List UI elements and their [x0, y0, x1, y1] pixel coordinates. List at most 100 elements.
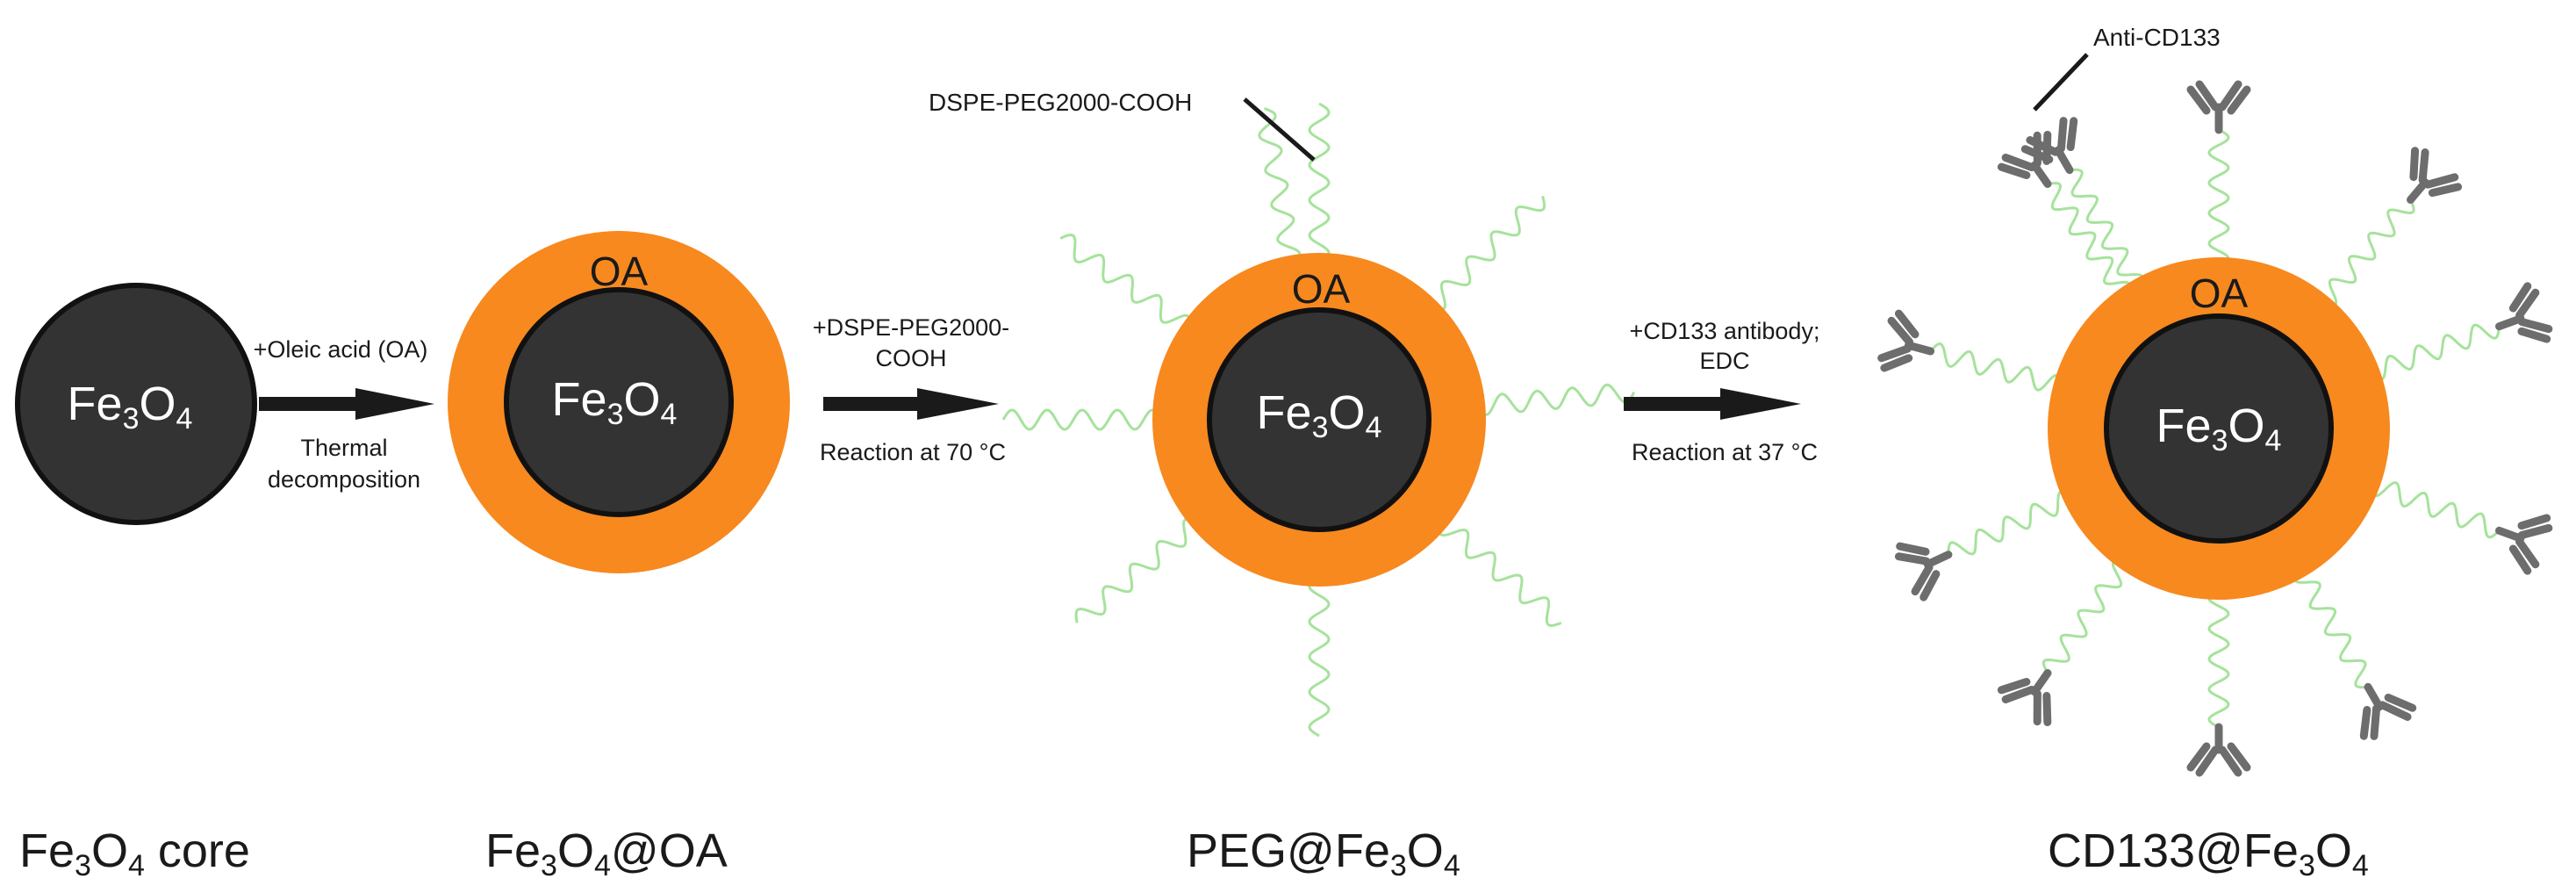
antibody-arm: [1887, 316, 1914, 346]
antibody-arm: [2508, 282, 2532, 313]
reaction-step-1: +Oleic acid (OA) Thermal decomposition: [254, 336, 434, 493]
antibody-arm: [1880, 354, 1913, 372]
antibody-arm: [2033, 689, 2041, 726]
step-3-top-line-2: EDC: [1699, 348, 1749, 374]
peg-chain: [2207, 128, 2230, 268]
antibody-arm: [1894, 552, 1931, 565]
peg-chains: [1001, 102, 1635, 738]
antibody-arm: [2054, 146, 2074, 175]
antibody-arm: [2227, 85, 2251, 115]
peg-chain: [1074, 517, 1199, 623]
stage-label-core: Fe3O4 core: [19, 825, 250, 882]
antibody-arm: [2218, 80, 2242, 112]
peg-chains-with-antibodies: [1877, 80, 2553, 777]
antibody-arm: [1923, 551, 1953, 569]
peg-chain: [2069, 168, 2144, 289]
peg-chain: [2370, 323, 2501, 381]
antibody-arm: [2423, 173, 2459, 189]
peg-chain: [1001, 408, 1163, 431]
core-particle-3: [1207, 307, 1432, 532]
antibody-arm: [2370, 704, 2381, 740]
antibody-icon: [2495, 282, 2553, 343]
antibody-arm: [2186, 742, 2211, 772]
peg-chain: [1430, 196, 1546, 312]
core-particle-4: [2104, 313, 2334, 544]
antibody-arm: [2517, 327, 2551, 343]
oa-label-2: OA: [590, 248, 649, 294]
antibody-arm: [1894, 309, 1919, 339]
stage-label-oa: Fe3O4@OA: [485, 825, 728, 882]
antibody-icon: [1997, 669, 2052, 727]
antibody-icon: [2186, 80, 2251, 134]
antibody-arm: [2066, 117, 2078, 152]
antibody-arm: [2384, 693, 2417, 712]
antibody-arm: [2001, 686, 2036, 703]
peg-chain: [2041, 559, 2127, 674]
step-1-top-line-1: +Oleic acid (OA): [254, 336, 428, 363]
antibody-arm: [1997, 677, 2031, 695]
antibody-arm: [2030, 161, 2052, 188]
peg-chain: [2293, 568, 2369, 689]
antibody-arm: [2515, 288, 2540, 320]
antibody-arm: [2195, 745, 2220, 777]
antibody-arm: [2378, 701, 2412, 721]
core-particle-1: [15, 283, 257, 525]
peg-chain: [1258, 107, 1302, 265]
step-1-bottom-line-1: Thermal: [300, 435, 387, 461]
antibody-icon: [1877, 309, 1935, 372]
core-label-1: Fe3O4: [68, 378, 193, 436]
antibody-arm: [2001, 154, 2036, 171]
reaction-arrow-2: [823, 388, 999, 420]
antibody-icon: [1894, 542, 1953, 601]
antibody-icon: [2495, 514, 2553, 575]
core-particle-2: [504, 287, 734, 517]
antibody-arm: [2359, 705, 2371, 740]
oa-label-3: OA: [1292, 266, 1351, 312]
antibody-arm: [2428, 183, 2463, 198]
antibody-arm: [2033, 131, 2041, 168]
step-2-top-line-2: COOH: [876, 345, 947, 371]
antibody-arm: [1904, 341, 1935, 356]
core-label-4: Fe3O4: [2156, 400, 2282, 457]
antibody-arm: [2418, 148, 2429, 184]
antibody-arm: [1919, 570, 1941, 601]
oa-label-4: OA: [2190, 270, 2249, 316]
antibody-arm: [2227, 742, 2251, 772]
antibody-arm: [2042, 130, 2052, 165]
stage-label-peg: PEG@Fe3O4: [1187, 825, 1460, 882]
step-3-bottom-line-1: Reaction at 37 °C: [1632, 439, 1818, 465]
stage-label-cd133: CD133@Fe3O4: [2048, 825, 2369, 882]
antibody-icon: [2359, 682, 2417, 740]
antibody-arm: [2495, 526, 2525, 543]
antibody-arm: [2517, 318, 2553, 334]
peg-chain: [1929, 342, 2063, 392]
antibody-arm: [2517, 523, 2553, 539]
antibody-arm: [2517, 514, 2551, 530]
antibody-arm: [2186, 85, 2211, 115]
stage-oa: OA Fe3O4: [448, 231, 790, 573]
antibody-arm: [2218, 745, 2242, 777]
stage-core: Fe3O4: [15, 283, 257, 525]
peg-chain: [1308, 102, 1331, 263]
antibody-arm: [2508, 544, 2532, 575]
step-3-top-line-1: +CD133 antibody;: [1630, 318, 1820, 344]
peg-chain: [2370, 481, 2501, 539]
step-2-top-line-1: +DSPE-PEG2000-: [813, 314, 1009, 341]
antibody-arm: [2056, 117, 2068, 153]
antibody-arm: [1896, 542, 1930, 556]
antibody-arm: [1877, 344, 1912, 363]
antibody-arm: [2042, 692, 2052, 727]
step-2-bottom-line-1: Reaction at 70 °C: [820, 439, 1006, 465]
antibody-arm: [2364, 682, 2384, 711]
step-1-bottom-line-2: decomposition: [268, 466, 420, 493]
reaction-arrow-1: [259, 388, 434, 420]
antibody-arm: [2195, 80, 2220, 112]
antibody-arm: [2495, 314, 2525, 331]
peg-chain: [1947, 490, 2073, 556]
antibody-annotation-line: [2033, 53, 2089, 112]
peg-chain: [1438, 521, 1562, 627]
peg-annotation-label: DSPE-PEG2000-COOH: [929, 89, 1192, 116]
antibody-arm: [2407, 178, 2429, 204]
antibody-arm: [1997, 162, 2031, 180]
stage-cd133: OA Fe3O4 Anti-CD133: [1877, 24, 2553, 777]
